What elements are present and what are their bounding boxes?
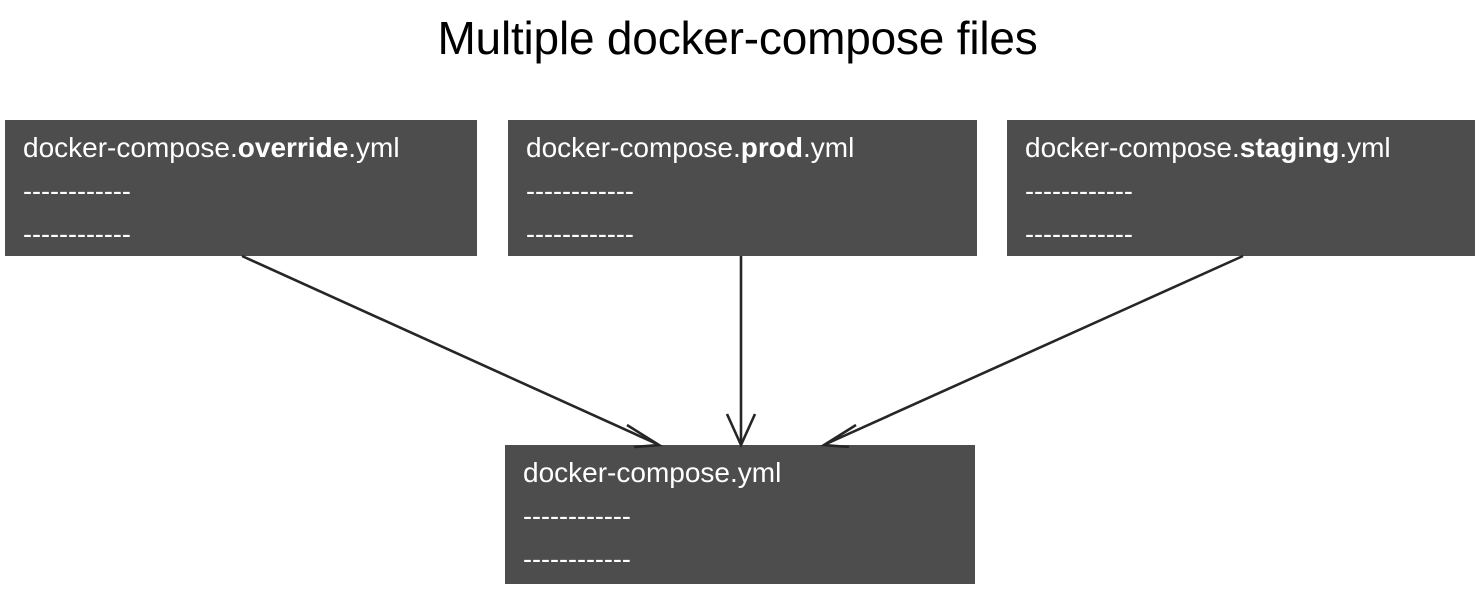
arrow-prod-to-base <box>725 256 757 449</box>
file-card-prod-filename: docker-compose.prod.yml <box>526 132 959 164</box>
file-card-prod-dash-line-1: ------------ <box>526 176 634 207</box>
filename-suffix: .yml <box>1339 132 1391 163</box>
filename-prefix: docker-compose. <box>526 132 741 163</box>
file-card-base-dash-line-2: ------------ <box>523 544 631 575</box>
file-card-override-dash-line-2: ------------ <box>23 219 131 250</box>
file-card-base[interactable]: docker-compose.yml ------------ --------… <box>505 445 975 584</box>
page-title: Multiple docker-compose files <box>437 12 1038 64</box>
file-card-base-dash-line-1: ------------ <box>523 501 631 532</box>
file-card-staging-dash-line-2: ------------ <box>1025 219 1133 250</box>
filename-suffix: .yml <box>348 132 400 163</box>
file-card-override-filename: docker-compose.override.yml <box>23 132 459 164</box>
filename-variant: prod <box>740 132 803 163</box>
file-card-prod[interactable]: docker-compose.prod.yml ------------ ---… <box>508 120 977 256</box>
filename-prefix: docker-compose. <box>1025 132 1240 163</box>
arrow-override-to-base <box>241 254 664 449</box>
file-card-staging[interactable]: docker-compose.staging.yml ------------ … <box>1007 120 1475 256</box>
file-card-override-dash-line-1: ------------ <box>23 176 131 207</box>
filename-variant: staging <box>1239 132 1340 163</box>
file-card-prod-dash-line-2: ------------ <box>526 219 634 250</box>
file-card-base-filename: docker-compose.yml <box>523 457 957 489</box>
filename-suffix: .yml <box>802 132 855 163</box>
file-card-staging-dash-line-1: ------------ <box>1025 176 1133 207</box>
filename-variant: override <box>237 132 349 163</box>
file-card-override[interactable]: docker-compose.override.yml ------------… <box>5 120 477 256</box>
arrow-staging-to-base <box>819 254 1244 449</box>
filename-prefix: docker-compose. <box>23 132 238 163</box>
file-card-staging-filename: docker-compose.staging.yml <box>1025 132 1464 164</box>
filename-prefix: docker-compose.yml <box>523 457 782 488</box>
